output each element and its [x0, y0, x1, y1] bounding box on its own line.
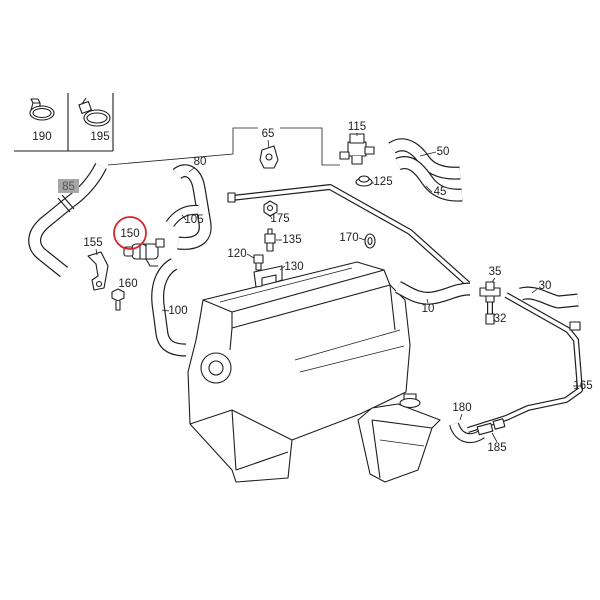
callout-85: 85 [62, 181, 75, 193]
callout-135: 135 [282, 234, 301, 246]
callout-35: 35 [489, 266, 502, 278]
callout-100: 100 [168, 305, 187, 317]
grommet-125 [355, 175, 373, 187]
sensor-120 [253, 254, 264, 271]
callout-155: 155 [83, 237, 102, 249]
callout-130: 130 [284, 261, 303, 273]
callout-45: 45 [434, 186, 447, 198]
inset-panel [14, 93, 114, 152]
shaded-tag [58, 179, 79, 193]
sensor-135 [264, 228, 276, 252]
callout-10: 10 [422, 303, 435, 315]
callout-120: 120 [227, 248, 246, 260]
hose-100 [151, 258, 187, 357]
hose-105 [165, 204, 199, 228]
callout-30: 30 [539, 280, 552, 292]
engine-flange [200, 352, 232, 384]
valve-115 [339, 133, 375, 165]
callout-175: 175 [270, 213, 289, 225]
callout-32: 32 [494, 313, 507, 325]
section-boundary [107, 127, 340, 166]
coolant-pipe-main [227, 184, 471, 287]
callout-185: 185 [487, 442, 506, 454]
callout-125: 125 [373, 176, 392, 188]
engine-block [187, 261, 411, 483]
callout-105: 105 [184, 214, 203, 226]
bracket-155 [87, 251, 109, 291]
hose-clamp-190 [29, 98, 55, 121]
callout-65: 65 [262, 128, 275, 140]
callout-80: 80 [194, 156, 207, 168]
callout-150: 150 [120, 228, 139, 240]
callout-160: 160 [118, 278, 137, 290]
leader-lines [95, 133, 581, 443]
hose-clamp-195 [78, 97, 111, 127]
bracket-65 [259, 145, 279, 169]
bracket-130 [253, 265, 283, 288]
callout-50: 50 [437, 146, 450, 158]
fitting-175 [263, 200, 278, 217]
coolant-pipe-165 [467, 292, 583, 433]
grommet-170 [364, 233, 376, 249]
coolant-reservoir [357, 393, 441, 483]
hose-30 [519, 286, 579, 309]
hose-10 [394, 281, 471, 305]
hose-80 [172, 164, 212, 250]
hose-50 [388, 138, 461, 180]
hose-45 [395, 156, 463, 202]
callout-165: 165 [573, 380, 592, 392]
callout-190: 190 [32, 131, 51, 143]
t-connector-35 [479, 281, 501, 303]
fitting-185 [476, 418, 506, 436]
hose-180 [449, 422, 485, 444]
callout-115: 115 [348, 121, 366, 133]
callout-170: 170 [339, 232, 358, 244]
bolt-160 [111, 288, 125, 311]
highlight-ring [113, 216, 147, 250]
callout-195: 195 [90, 131, 109, 143]
aux-water-pump-150 [123, 238, 165, 267]
callout-180: 180 [452, 402, 471, 414]
hose-85 [28, 162, 107, 278]
